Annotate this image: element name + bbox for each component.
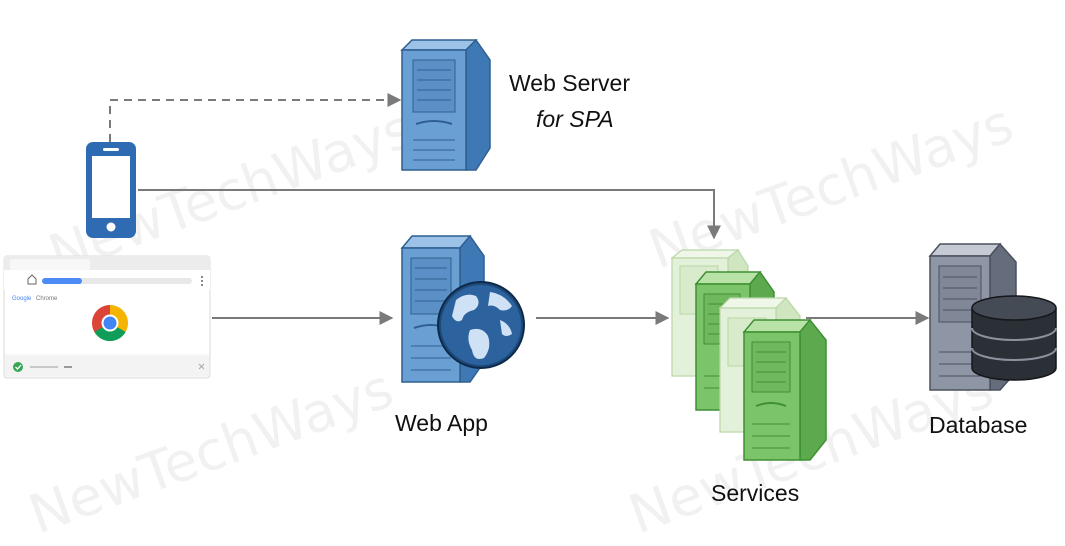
arrow-phone-to-services bbox=[138, 189, 721, 240]
close-icon bbox=[198, 363, 205, 370]
chrome-logo-icon bbox=[91, 305, 129, 342]
browser-window: Google Chrome bbox=[3, 255, 211, 379]
web-server-sublabel: for SPA bbox=[536, 106, 614, 132]
home-icon bbox=[27, 274, 37, 285]
database-cylinder-icon bbox=[971, 295, 1057, 381]
phone-icon bbox=[86, 142, 136, 238]
architecture-diagram: Google Chrome bbox=[3, 38, 1057, 461]
service-server-icon bbox=[742, 318, 827, 461]
arrow-phone-to-web-server bbox=[109, 93, 402, 142]
brand-google-text: Google bbox=[12, 296, 32, 302]
globe-icon bbox=[437, 281, 525, 369]
web-app-label: Web App bbox=[395, 410, 488, 436]
web-server-label: Web Server bbox=[509, 70, 631, 96]
services-label: Services bbox=[711, 480, 800, 506]
database-label: Database bbox=[929, 412, 1028, 438]
brand-chrome-text: Chrome bbox=[36, 296, 58, 302]
web-server-icon bbox=[400, 38, 491, 171]
check-icon bbox=[13, 362, 23, 372]
